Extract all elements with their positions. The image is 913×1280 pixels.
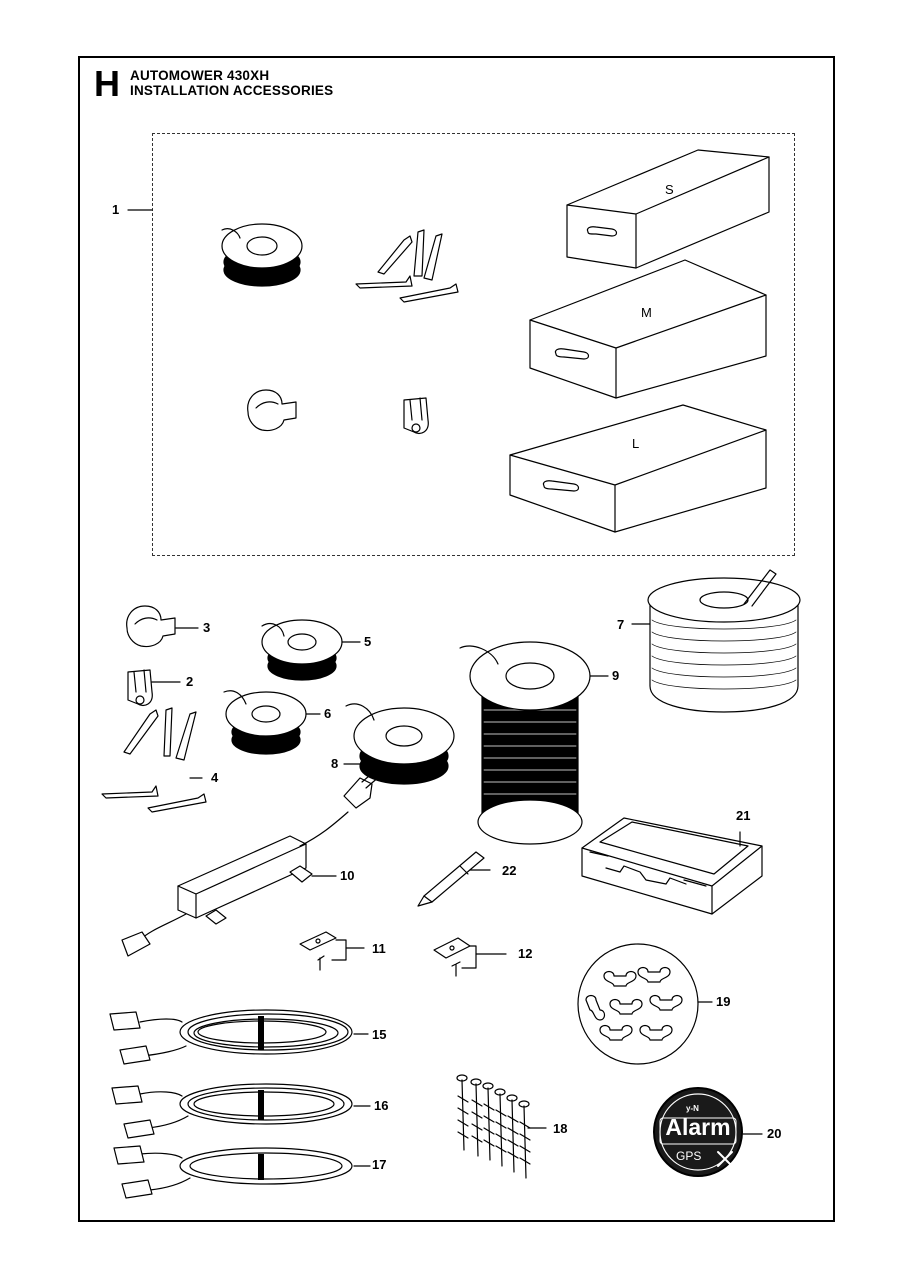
part-4-pegs (101, 707, 207, 813)
part-19-tray (577, 943, 713, 1065)
callout-4: 4 (211, 770, 219, 785)
callout-6: 6 (324, 706, 332, 721)
part-7-wire-reel (631, 569, 801, 713)
part-9-spool (459, 641, 609, 845)
callout-20: 20 (767, 1126, 782, 1141)
callout-19: 19 (716, 994, 731, 1009)
part-5-spool (261, 619, 361, 681)
callout-1: 1 (112, 202, 120, 217)
badge-gps-text: GPS (676, 1149, 702, 1163)
part-11-blade (299, 931, 365, 971)
part-6-spool (223, 690, 321, 755)
badge-brand: Alarm (665, 1114, 731, 1140)
part-15-cable (109, 1009, 369, 1065)
callout-10: 10 (340, 868, 355, 883)
kit-wire-spool (221, 223, 303, 287)
part-22-bit (417, 851, 491, 907)
callout-11: 11 (372, 941, 386, 956)
installation-kit-group (152, 133, 795, 556)
part-18-screws (456, 1074, 547, 1179)
callout-8: 8 (331, 756, 339, 771)
callout-18: 18 (553, 1121, 568, 1136)
part-12-blade (433, 937, 507, 977)
callout-16: 16 (374, 1098, 389, 1113)
box-l-label: L (632, 436, 640, 451)
part-8-spool (343, 703, 455, 785)
part-3-connector (126, 605, 199, 648)
page-frame (78, 56, 835, 1222)
box-s-label: S (665, 182, 674, 197)
callout-2: 2 (186, 674, 194, 689)
part-2-coupler (127, 669, 181, 707)
part-17-cable (113, 1145, 371, 1199)
callout-12: 12 (518, 946, 533, 961)
callout-7: 7 (617, 617, 625, 632)
badge-small-text: y-N (686, 1104, 699, 1113)
box-s (566, 149, 770, 269)
callout-5: 5 (364, 634, 372, 649)
section-title: INSTALLATION ACCESSORIES (130, 83, 334, 98)
box-m-label: M (641, 305, 652, 320)
kit-coupler (403, 397, 429, 435)
kit-pegs (355, 229, 459, 303)
callout-22: 22 (502, 863, 517, 878)
callout-17: 17 (372, 1157, 387, 1172)
part-10-power-supply (121, 769, 381, 957)
kit-connector (247, 389, 297, 432)
section-letter: H (94, 63, 120, 104)
part-21-case (581, 817, 763, 915)
part-16-cable (111, 1083, 371, 1139)
box-l (509, 404, 767, 533)
callout-9: 9 (612, 668, 620, 683)
callout-21: 21 (736, 808, 751, 823)
model-title: AUTOMOWER 430XH (130, 68, 270, 83)
callout-15: 15 (372, 1027, 387, 1042)
callout-3: 3 (203, 620, 211, 635)
box-m (529, 259, 767, 399)
tool-icon (717, 1151, 733, 1167)
